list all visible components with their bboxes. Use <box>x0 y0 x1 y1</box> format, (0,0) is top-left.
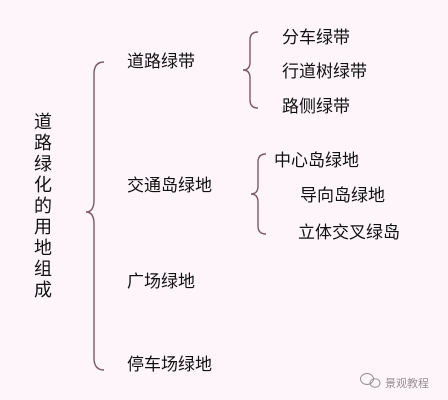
category-parking: 停车场绿地 <box>127 355 212 375</box>
item-roadside-belt: 路侧绿带 <box>282 97 350 117</box>
item-median-belt: 分车绿带 <box>282 28 350 48</box>
item-interchange-island: 立体交叉绿岛 <box>298 223 400 243</box>
item-guide-island: 导向岛绿地 <box>300 186 385 206</box>
brace-road-belt <box>242 31 259 109</box>
category-road-belt: 道路绿带 <box>127 52 195 72</box>
root-title: 道路绿化的用地组成 <box>34 112 52 301</box>
root-brace <box>85 61 105 371</box>
brace-island <box>250 153 267 235</box>
item-central-island: 中心岛绿地 <box>274 151 359 171</box>
item-street-tree-belt: 行道树绿带 <box>282 62 367 82</box>
watermark-text: 景观教程 <box>385 377 429 390</box>
category-plaza: 广场绿地 <box>127 272 195 292</box>
category-traffic-island: 交通岛绿地 <box>127 176 212 196</box>
